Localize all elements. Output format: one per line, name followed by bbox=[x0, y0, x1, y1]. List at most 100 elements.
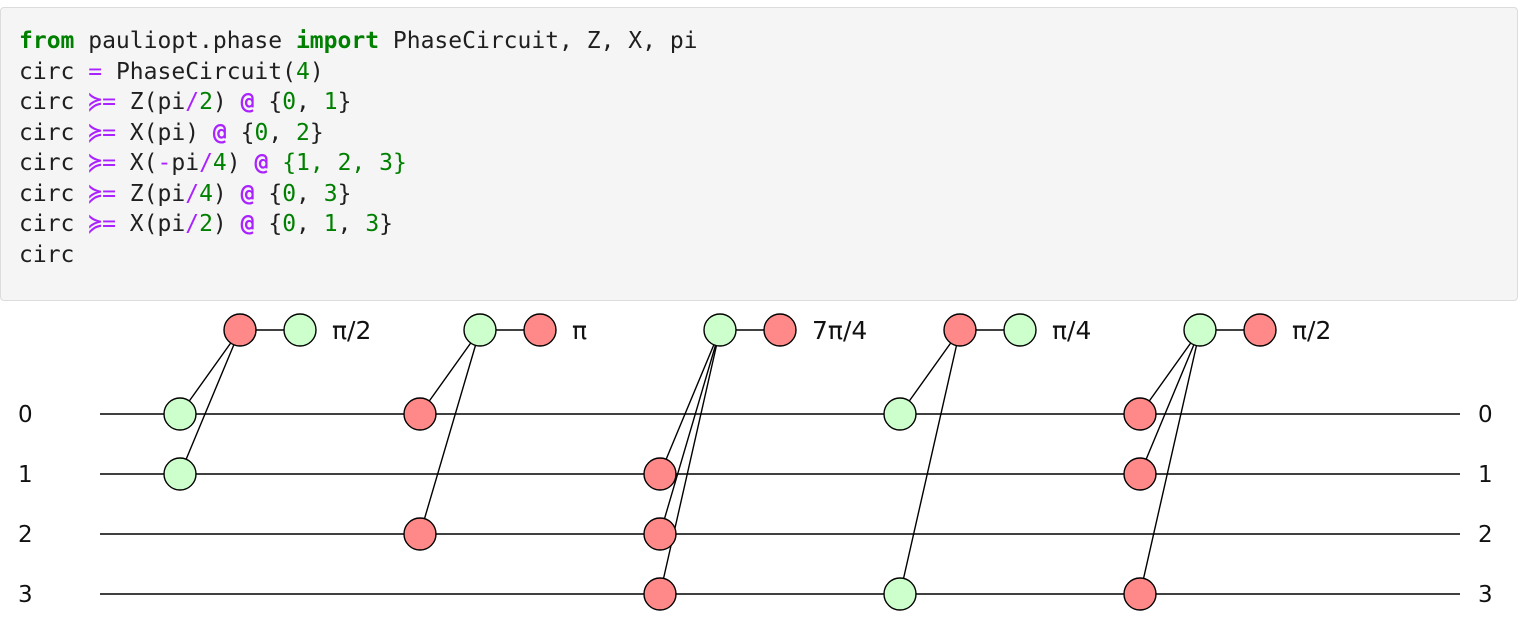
phase-gadget: π/2 bbox=[1123, 313, 1331, 611]
gadget-edge bbox=[899, 329, 961, 595]
gadget-phase-node bbox=[1243, 313, 1277, 347]
code-token: } bbox=[337, 180, 352, 207]
code-token: @ bbox=[240, 211, 255, 237]
code-token: { bbox=[226, 119, 255, 146]
qubit-label-left: 3 bbox=[18, 582, 33, 608]
code-token: 2 bbox=[199, 89, 213, 115]
gadget-phase-node bbox=[283, 313, 317, 347]
code-token: circ bbox=[19, 180, 89, 207]
gadget-leg-node bbox=[883, 577, 917, 611]
gadget-edge bbox=[419, 329, 481, 415]
code-token: , bbox=[268, 119, 297, 146]
code-token: @ bbox=[212, 119, 227, 146]
code-token: - bbox=[157, 150, 172, 176]
code-token: { bbox=[254, 89, 283, 115]
code-line: circ ≽= X(pi) @ {0, 2} bbox=[19, 118, 1517, 149]
qubit-label-left: 0 bbox=[18, 402, 33, 428]
code-token: @ bbox=[254, 150, 269, 176]
gadget-leg-node bbox=[1123, 397, 1157, 431]
gadget-link-node bbox=[943, 313, 977, 347]
code-token: ) bbox=[309, 58, 324, 85]
phase-label: π/2 bbox=[332, 316, 371, 345]
code-token: @ bbox=[240, 180, 255, 207]
code-token: ≽= bbox=[88, 211, 116, 237]
phase-label: π/4 bbox=[1052, 316, 1091, 345]
phase-label: π/2 bbox=[1292, 316, 1331, 345]
code-token: 0 bbox=[254, 119, 269, 146]
code-token: 3 bbox=[365, 211, 380, 237]
code-token: PhaseCircuit, Z, X, pi bbox=[379, 28, 698, 54]
phase-label: π bbox=[572, 316, 587, 345]
code-token: 4 bbox=[212, 150, 227, 176]
code-token: pi bbox=[171, 150, 200, 176]
code-token: circ bbox=[19, 150, 89, 176]
code-token: ≽= bbox=[88, 180, 116, 207]
gadget-leg-node bbox=[883, 397, 917, 431]
code-token: X(pi) bbox=[115, 119, 213, 146]
code-token: { bbox=[254, 180, 283, 207]
code-token: Z(pi bbox=[115, 89, 186, 115]
phase-gadget: π bbox=[403, 313, 587, 551]
gadget-edge bbox=[419, 329, 481, 535]
code-token: / bbox=[185, 211, 200, 237]
gadget-leg-node bbox=[1123, 577, 1157, 611]
gadget-edge bbox=[1139, 329, 1201, 595]
gadget-edge bbox=[1139, 329, 1201, 475]
code-token: / bbox=[185, 89, 200, 115]
phase-label: 7π/4 bbox=[812, 316, 867, 345]
gadget-leg-node bbox=[1123, 457, 1157, 491]
gadget-leg-node bbox=[643, 457, 677, 491]
code-cell[interactable]: from pauliopt.phase import PhaseCircuit,… bbox=[0, 7, 1518, 301]
phase-gadget: π/4 bbox=[883, 313, 1091, 611]
gadget-leg-node bbox=[403, 517, 437, 551]
phase-gadget: π/2 bbox=[163, 313, 371, 491]
gadget-link-node bbox=[703, 313, 737, 347]
code-line: from pauliopt.phase import PhaseCircuit,… bbox=[19, 26, 1517, 57]
code-token: 3 bbox=[323, 180, 338, 207]
code-token: {1, 2, 3} bbox=[268, 150, 407, 176]
code-token: PhaseCircuit( bbox=[102, 58, 296, 85]
code-token: ≽= bbox=[88, 150, 116, 176]
code-token: X(pi bbox=[115, 211, 186, 237]
code-token: 2 bbox=[199, 211, 213, 237]
code-line: circ bbox=[19, 240, 1517, 271]
qubit-label-right: 2 bbox=[1478, 522, 1493, 548]
code-token: import bbox=[295, 28, 380, 54]
code-token: @ bbox=[240, 89, 255, 115]
gadget-edge bbox=[659, 329, 721, 475]
gadget-leg-node bbox=[163, 457, 197, 491]
code-token: ) bbox=[212, 211, 241, 237]
code-token: from bbox=[19, 28, 75, 54]
code-token: pauliopt.phase bbox=[74, 28, 296, 54]
code-token: circ bbox=[19, 89, 89, 115]
gadget-leg-node bbox=[643, 577, 677, 611]
code-token: 1 bbox=[323, 89, 338, 115]
code-token: 4 bbox=[199, 180, 213, 207]
code-token: ) bbox=[212, 89, 241, 115]
code-token: } bbox=[337, 89, 352, 115]
gadget-phase-node bbox=[763, 313, 797, 347]
code-token: , bbox=[296, 211, 324, 237]
code-token: , bbox=[337, 211, 366, 237]
gadget-link-node bbox=[223, 313, 257, 347]
gadget-edge bbox=[659, 329, 721, 595]
code-token: / bbox=[199, 150, 213, 176]
code-token: } bbox=[379, 211, 394, 237]
qubit-label-right: 3 bbox=[1478, 582, 1493, 608]
code-token: / bbox=[185, 180, 200, 207]
code-line: circ ≽= Z(pi/2) @ {0, 1} bbox=[19, 87, 1517, 118]
code-token: Z(pi bbox=[115, 180, 186, 207]
gadget-leg-node bbox=[643, 517, 677, 551]
gadget-leg-node bbox=[163, 397, 197, 431]
gadget-edge bbox=[899, 329, 961, 415]
code-token: , bbox=[296, 180, 324, 207]
qubit-label-left: 1 bbox=[18, 462, 33, 488]
qubit-label-right: 0 bbox=[1478, 402, 1493, 428]
code-token: 4 bbox=[295, 58, 310, 85]
code-token: 1 bbox=[323, 211, 338, 237]
gadget-phase-node bbox=[523, 313, 557, 347]
code-token: = bbox=[88, 58, 103, 85]
gadget-link-node bbox=[463, 313, 497, 347]
code-line: circ ≽= X(-pi/4) @ {1, 2, 3} bbox=[19, 148, 1517, 179]
